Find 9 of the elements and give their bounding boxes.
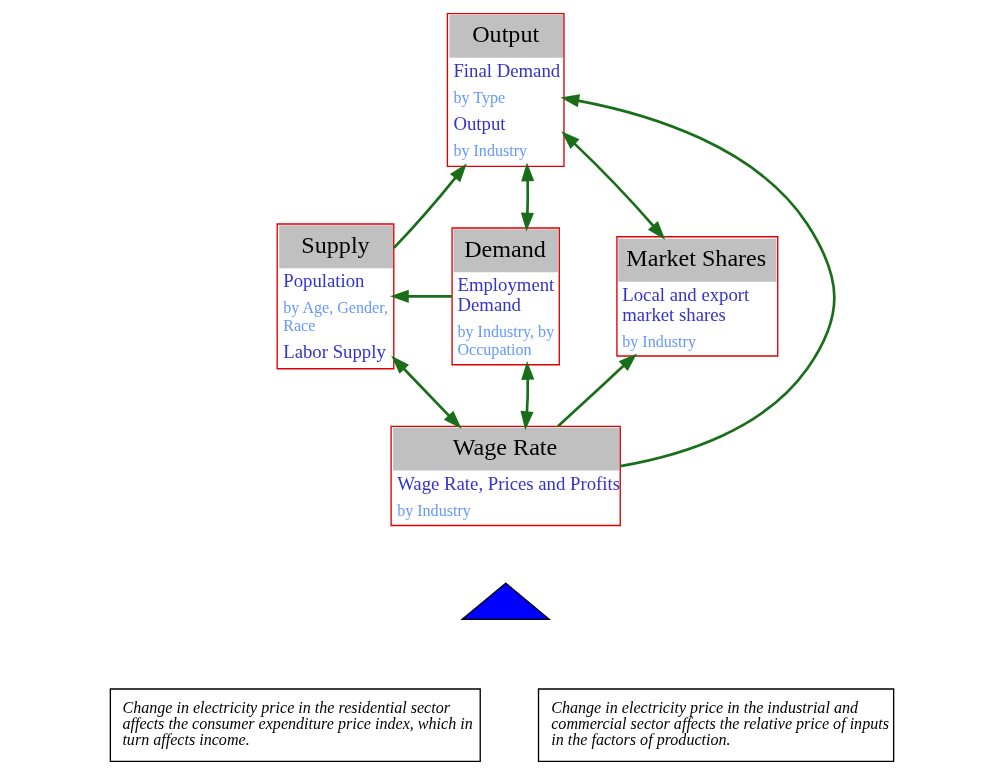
arrow xyxy=(556,353,637,428)
node-triangle xyxy=(459,582,551,620)
arrow xyxy=(519,361,534,431)
arrow xyxy=(559,94,835,468)
arrow xyxy=(389,289,452,303)
arrow xyxy=(520,162,534,232)
arrow xyxy=(390,355,462,429)
arrow xyxy=(560,131,665,240)
arrow xyxy=(392,163,467,249)
